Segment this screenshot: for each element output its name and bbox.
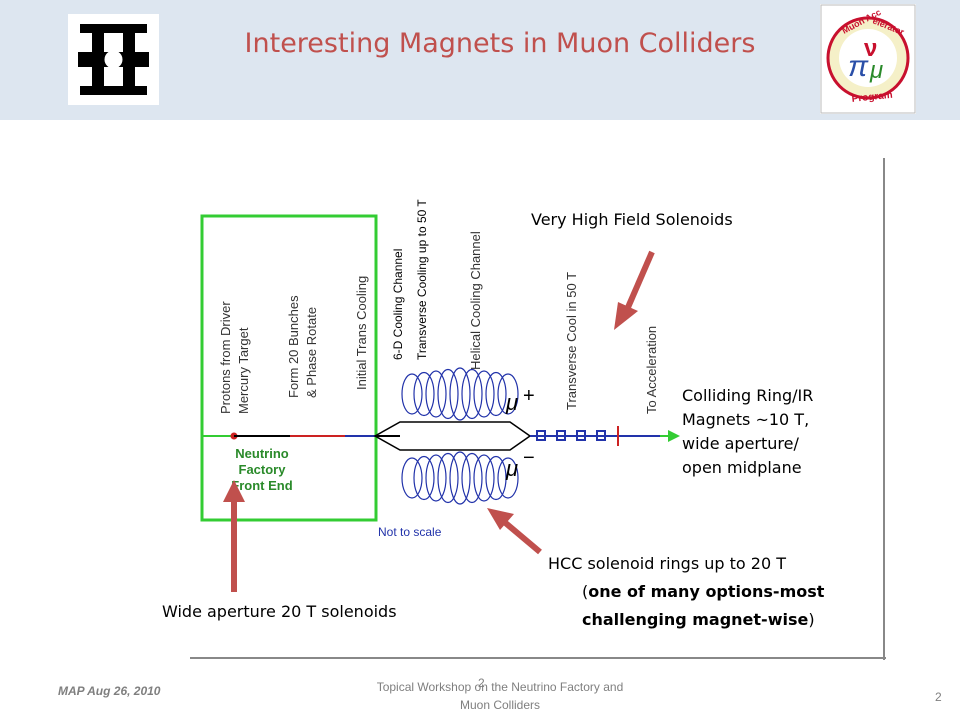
coil-loop [413, 371, 435, 417]
footer-event: Topical Workshop on the Neutrino Factory… [376, 680, 624, 712]
coil-loop [485, 371, 507, 417]
stage-6d-label: 6-D Cooling Channel [391, 249, 405, 360]
coil-loop [425, 454, 447, 502]
coil-loop [497, 373, 519, 415]
svg-text:π: π [848, 50, 869, 83]
muon-collider-schematic: Protons from Driver Mercury Target Form … [190, 158, 886, 660]
svg-text:ν: ν [864, 35, 877, 62]
front-end-box [200, 214, 378, 522]
coil-loop [485, 455, 507, 501]
hcc-label-line2: (one of many options-most [582, 582, 825, 601]
stage-bunches-label: Form 20 Bunches [286, 295, 301, 398]
coil-loop [473, 370, 495, 418]
svg-text:Program: Program [851, 90, 893, 105]
svg-text:μ: μ [869, 57, 883, 84]
hcc-label-line1: HCC solenoid rings up to 20 T [548, 554, 786, 573]
mu-plus-symbol: μ [505, 390, 518, 415]
coil-loop [497, 457, 519, 499]
arrow-to-solenoids [623, 250, 655, 314]
coil-loop [449, 367, 471, 421]
coil-loop [425, 370, 447, 418]
mu-minus-symbol: μ [505, 456, 518, 481]
muon-accelerator-program-logo: Muon Acc elerator Program π ν μ [820, 4, 916, 114]
coil-loop [413, 455, 435, 501]
mu-minus-sign: − [523, 447, 535, 469]
stage-target-label: Mercury Target [236, 327, 251, 414]
coil-loop [437, 452, 459, 504]
coil-loop [461, 368, 483, 420]
wide-aperture-label: Wide aperture 20 T solenoids [162, 602, 397, 621]
arrow-to-hcc [500, 517, 542, 555]
stage-initial-cooling-label: Initial Trans Cooling [354, 276, 369, 390]
fermilab-logo [68, 14, 159, 105]
colliding-ring-label: Colliding Ring/IR Magnets ~10 T, wide ap… [682, 386, 814, 477]
not-to-scale-label: Not to scale [378, 525, 442, 539]
coil-loop [461, 452, 483, 504]
very-high-field-label: Very High Field Solenoids [531, 210, 733, 229]
nf-label-line3: Front End [231, 478, 292, 493]
footer-center-number: 2 [478, 676, 485, 690]
hcc-label-line3: challenging magnet-wise) [582, 610, 815, 629]
coil-loop [449, 451, 471, 505]
stage-protons-label: Protons from Driver [218, 301, 233, 414]
header-band [0, 0, 960, 120]
coil-loop [437, 368, 459, 420]
footer-date: MAP Aug 26, 2010 [58, 684, 161, 698]
mu-plus-sign: + [523, 385, 535, 407]
stage-helical-label: Helical Cooling Channel [468, 231, 483, 370]
stage-phase-label: & Phase Rotate [304, 307, 319, 398]
coil-loop [473, 454, 495, 502]
slide-title: Interesting Magnets in Muon Colliders [244, 28, 756, 59]
helical-coils [401, 367, 519, 505]
stage-acceleration-label: To Acceleration [644, 326, 659, 414]
page-number: 2 [935, 690, 942, 704]
stage-transverse-cool-label: Transverse Cool in 50 T [564, 272, 579, 410]
coil-loop [401, 373, 423, 415]
coil-loop [401, 457, 423, 499]
nf-label-line2: Factory [239, 462, 287, 477]
nf-label-line1: Neutrino [235, 446, 289, 461]
stage-transverse-50t-label: Transverse Cooling up to 50 T [415, 199, 429, 360]
